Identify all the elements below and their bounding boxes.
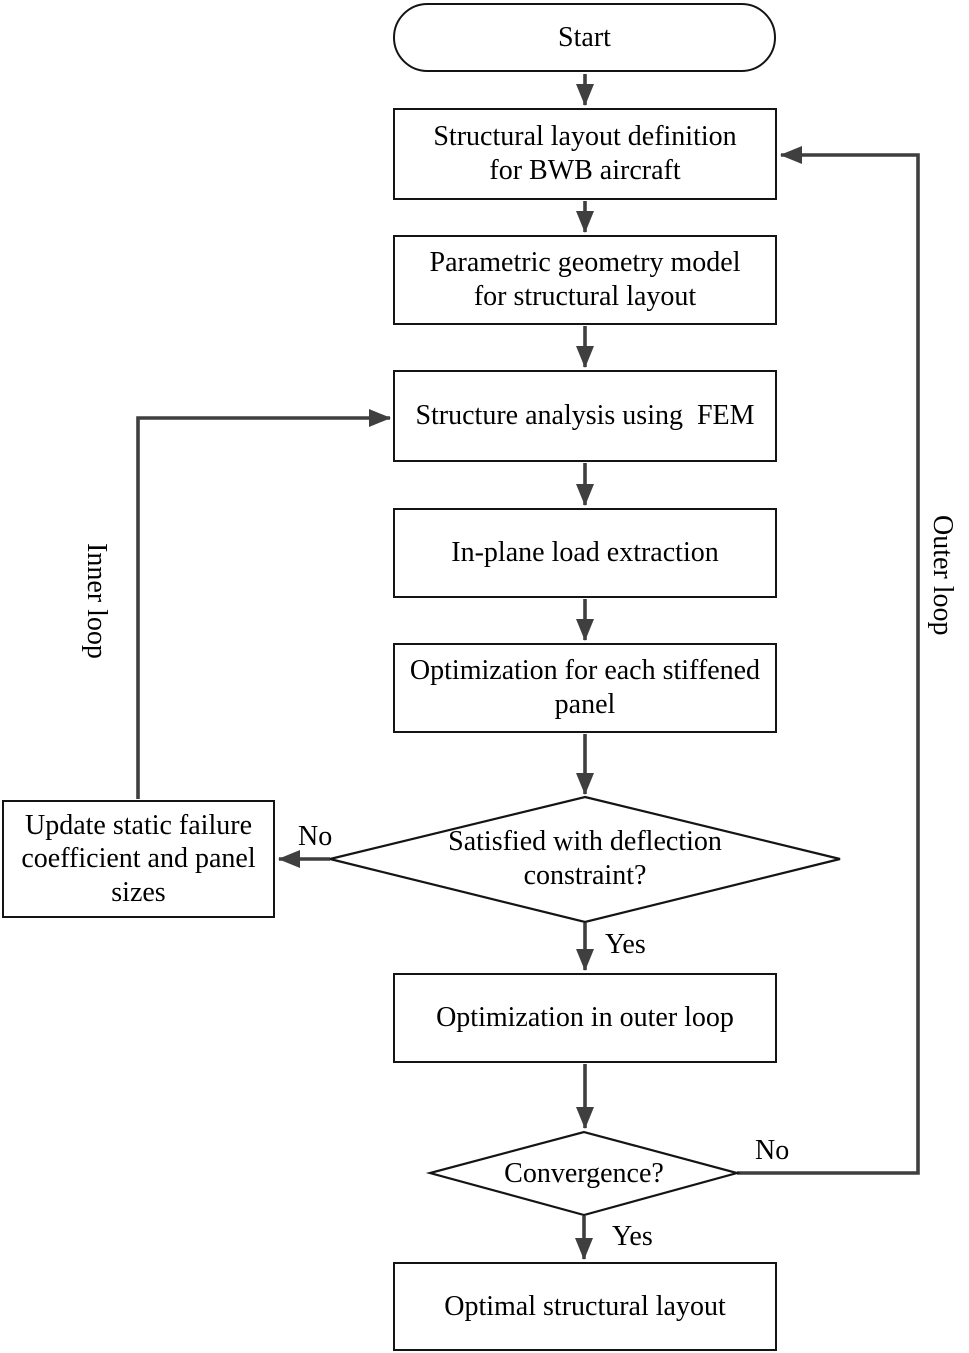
node-start-label: Start: [558, 21, 611, 53]
decision-convergence: Convergence?: [434, 1146, 734, 1201]
node-update-static-failure: Update static failure coefficient and pa…: [2, 800, 275, 918]
decision-deflection-constraint-label: Satisfied with deflection constraint?: [448, 826, 722, 891]
edge-label-convergence-no: No: [755, 1135, 790, 1166]
node-fem-analysis-label: Structure analysis using FEM: [415, 400, 755, 432]
node-structural-layout-definition-label: Structural layout definition for BWB air…: [433, 121, 737, 186]
node-stiffened-panel-optimization-label: Optimization for each stiffened panel: [409, 655, 761, 720]
node-parametric-geometry-model-label: Parametric geometry model for structural…: [429, 247, 741, 312]
decision-convergence-shape: [425, 1130, 742, 1217]
node-outer-loop-optimization-label: Optimization in outer loop: [436, 1002, 734, 1034]
node-update-static-failure-label: Update static failure coefficient and pa…: [21, 809, 256, 908]
node-in-plane-load-extraction: In-plane load extraction: [393, 508, 777, 598]
node-stiffened-panel-optimization: Optimization for each stiffened panel: [393, 643, 777, 733]
connector-inner-loop-return: [136, 409, 391, 799]
edge-label-convergence-yes: Yes: [612, 1221, 653, 1252]
loop-label-outer: Outer loop: [927, 515, 959, 636]
node-optimal-structural-layout: Optimal structural layout: [393, 1262, 777, 1351]
decision-deflection-constraint: Satisfied with deflection constraint?: [385, 812, 785, 906]
node-structural-layout-definition: Structural layout definition for BWB air…: [393, 108, 777, 200]
loop-label-inner: Inner loop: [81, 543, 113, 659]
node-outer-loop-optimization: Optimization in outer loop: [393, 973, 777, 1063]
node-fem-analysis: Structure analysis using FEM: [393, 370, 777, 462]
node-start: Start: [393, 3, 776, 72]
connector-outer-loop-return: [737, 146, 920, 1175]
node-parametric-geometry-model: Parametric geometry model for structural…: [393, 235, 777, 325]
edge-label-deflection-yes: Yes: [605, 929, 646, 960]
decision-deflection-constraint-shape: [329, 795, 841, 924]
edge-label-deflection-no: No: [298, 821, 333, 852]
decision-convergence-label: Convergence?: [504, 1157, 664, 1189]
node-optimal-structural-layout-label: Optimal structural layout: [444, 1290, 726, 1322]
node-in-plane-load-extraction-label: In-plane load extraction: [451, 537, 719, 569]
